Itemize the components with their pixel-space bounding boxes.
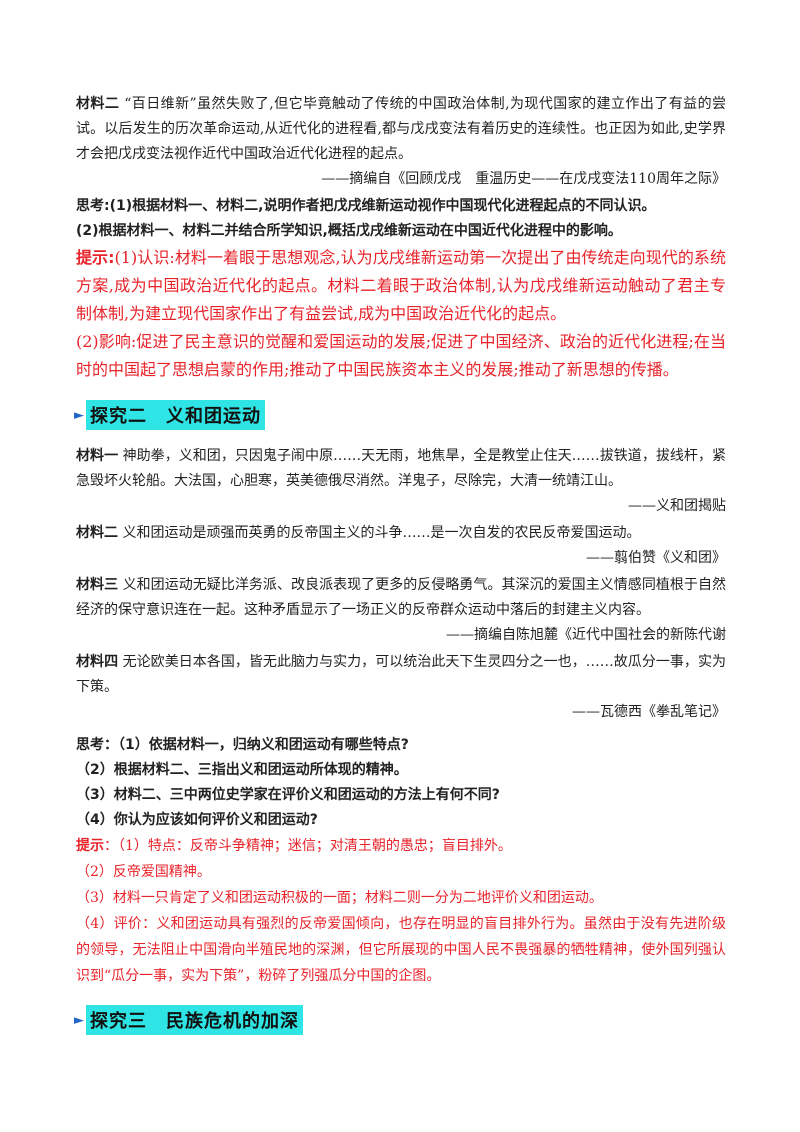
section-heading-2: ► 探究二 义和团运动 — [74, 400, 726, 430]
material-source: ——瓦德西《拳乱笔记》 — [572, 704, 726, 720]
think-question-2: （2）根据材料二、三指出义和团运动所体现的精神。 — [76, 762, 408, 778]
material-text: 义和团运动无疑比洋务派、改良派表现了更多的反侵略勇气。其深沉的爱国主义情感同植根… — [76, 577, 727, 618]
think-question-1: 思考：（1）依据材料一，归纳义和团运动有哪些特点? — [76, 737, 409, 753]
hint-paragraph-2: (2)影响:促进了民主意识的觉醒和爱国运动的发展;促进了中国经济、政治的近代化进… — [76, 332, 726, 379]
think-question-3: （3）材料二、三中两位史学家在评价义和团运动的方法上有何不同? — [76, 787, 500, 803]
hint-paragraph-1: 提示：（1）特点：反帝斗争精神；迷信；对清王朝的愚忠；盲目排外。 — [76, 833, 726, 859]
document-content: 材料二 “百日维新”虽然失败了,但它毕竟触动了传统的中国政治体制,为现代国家的建… — [74, 92, 726, 1049]
hint-label: 提示 — [76, 838, 104, 854]
section-heading-3: ► 探究三 民族危机的加深 — [74, 1005, 726, 1035]
material-two-paragraph: 材料二 义和团运动是顽强而英勇的反帝国主义的斗争……是一次自发的农民反帝爱国运动… — [76, 521, 726, 546]
material-source: ——摘编自《回顾戊戌 重温历史——在戊戌变法110周年之际》 — [321, 171, 726, 187]
hint-paragraph-1: 提示:(1)认识:材料一着眼于思想观念,认为戊戌维新运动第一次提出了由传统走向现… — [76, 244, 726, 328]
think-question-2: (2)根据材料一、材料二并结合所学知识,概括戊戌维新运动在中国近代化进程中的影响… — [76, 223, 622, 239]
triangle-bullet-icon: ► — [74, 407, 84, 423]
material-two-paragraph: 材料二 “百日维新”虽然失败了,但它毕竟触动了传统的中国政治体制,为现代国家的建… — [76, 92, 726, 167]
material-text: 义和团运动是顽强而英勇的反帝国主义的斗争……是一次自发的农民反帝爱国运动。 — [118, 525, 641, 541]
hint-text: (1)认识:材料一着眼于思想观念,认为戊戌维新运动第一次提出了由传统走向现代的系… — [76, 248, 726, 323]
material-label: 材料二 — [76, 96, 120, 112]
think-question-4: （4）你认为应该如何评价义和团运动? — [76, 812, 318, 828]
material-one-paragraph: 材料一 神助拳，义和团，只因鬼子闹中原……天无雨，地焦旱，全是教堂止住天……拔铁… — [76, 444, 726, 494]
material-four-paragraph: 材料四 无论欧美日本各国，皆无此脑力与实力，可以统治此天下生灵四分之一也，……故… — [76, 650, 726, 700]
material-label: 材料一 — [76, 448, 119, 464]
material-text: “百日维新”虽然失败了,但它毕竟触动了传统的中国政治体制,为现代国家的建立作出了… — [76, 96, 727, 162]
material-three-paragraph: 材料三 义和团运动无疑比洋务派、改良派表现了更多的反侵略勇气。其深沉的爱国主义情… — [76, 573, 726, 623]
material-text: 神助拳，义和团，只因鬼子闹中原……天无雨，地焦旱，全是教堂止住天……拔铁道，拔线… — [76, 448, 726, 489]
material-label: 材料四 — [76, 654, 119, 670]
material-label: 材料二 — [76, 525, 118, 541]
material-source: ——摘编自陈旭麓《近代中国社会的新陈代谢 — [446, 627, 726, 643]
hint-paragraph-4: （4）评价：义和团运动具有强烈的反帝爱国倾向，也存在明显的盲目排外行为。虽然由于… — [76, 916, 726, 984]
think-question-1: 思考:(1)根据材料一、材料二,说明作者把戊戌维新运动视作中国现代化进程起点的不… — [76, 198, 656, 214]
hint-paragraph-3: （3）材料一只肯定了义和团运动积极的一面；材料二则一分为二地评价义和团运动。 — [76, 890, 603, 906]
section-title-text: 探究三 民族危机的加深 — [86, 1005, 303, 1035]
triangle-bullet-icon: ► — [74, 1012, 84, 1028]
material-label: 材料三 — [76, 577, 119, 593]
section-title-text: 探究二 义和团运动 — [86, 400, 265, 430]
material-source: ——义和团揭贴 — [628, 498, 726, 514]
material-text: 无论欧美日本各国，皆无此脑力与实力，可以统治此天下生灵四分之一也，……故瓜分一事… — [76, 654, 727, 695]
hint-label: 提示: — [76, 248, 115, 267]
hint-text: ：（1）特点：反帝斗争精神；迷信；对清王朝的愚忠；盲目排外。 — [104, 838, 512, 854]
material-source: ——翦伯赞《义和团》 — [586, 550, 726, 566]
hint-paragraph-2: （2）反帝爱国精神。 — [76, 864, 211, 880]
